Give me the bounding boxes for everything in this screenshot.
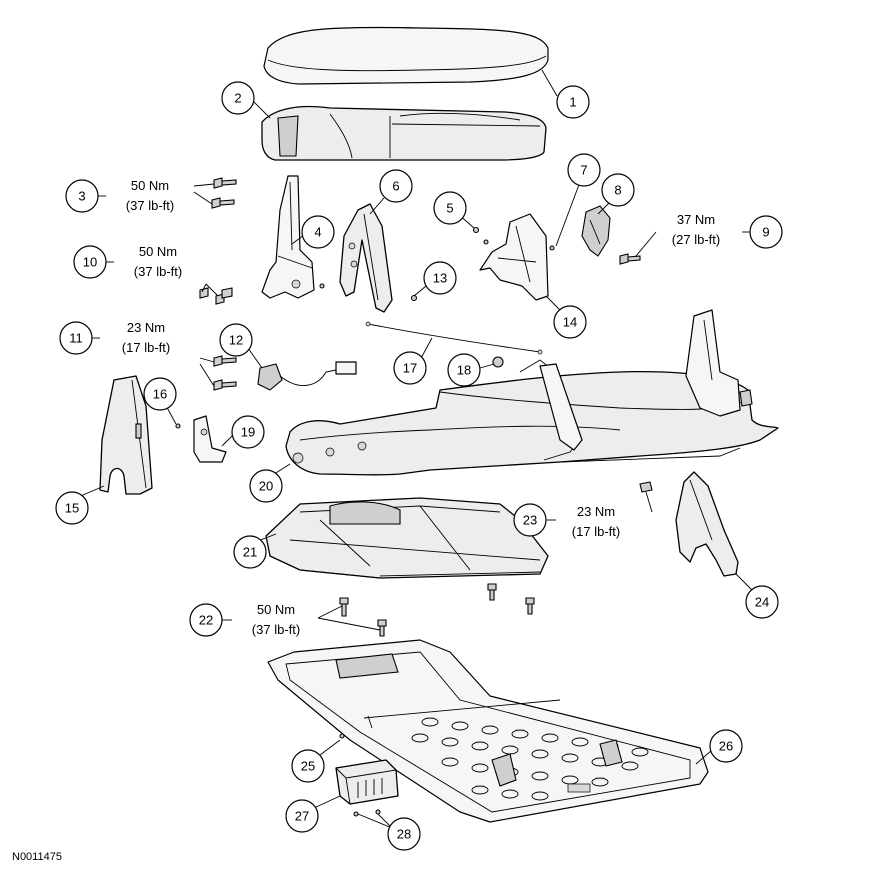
part-14-recliner-bracket <box>479 213 549 301</box>
svg-text:5: 5 <box>446 201 453 216</box>
svg-text:(37 lb-ft): (37 lb-ft) <box>134 264 182 279</box>
svg-text:4: 4 <box>314 225 321 240</box>
svg-text:12: 12 <box>229 333 243 348</box>
callout-18: 18 <box>447 353 481 387</box>
svg-text:17: 17 <box>403 361 417 376</box>
svg-text:(17 lb-ft): (17 lb-ft) <box>122 340 170 355</box>
svg-text:16: 16 <box>153 387 167 402</box>
svg-text:13: 13 <box>433 271 447 286</box>
part-27-switch-module <box>335 759 399 805</box>
svg-text:15: 15 <box>65 501 79 516</box>
part-17-release-cable <box>365 321 543 355</box>
part-12-sensor-harness <box>257 361 357 391</box>
svg-text:21: 21 <box>243 545 257 560</box>
svg-text:9: 9 <box>762 225 769 240</box>
torque-spec-11: 23 Nm (17 lb-ft) <box>122 320 170 355</box>
part-15-trim-panel <box>99 375 153 495</box>
svg-text:37 Nm: 37 Nm <box>677 212 715 227</box>
svg-text:3: 3 <box>78 189 85 204</box>
svg-text:(27 lb-ft): (27 lb-ft) <box>672 232 720 247</box>
callout-7: 7 <box>567 153 601 187</box>
svg-text:18: 18 <box>457 363 471 378</box>
part-8-release-handle <box>581 205 611 257</box>
svg-text:22: 22 <box>199 613 213 628</box>
svg-text:50 Nm: 50 Nm <box>131 178 169 193</box>
svg-text:6: 6 <box>392 179 399 194</box>
callout-12: 12 <box>219 323 253 357</box>
svg-text:50 Nm: 50 Nm <box>257 602 295 617</box>
torque-spec-22: 50 Nm (37 lb-ft) <box>252 602 300 637</box>
callout-5: 5 <box>433 191 467 225</box>
part-24-side-shield <box>675 471 739 577</box>
callout-3: 3 <box>65 179 99 213</box>
part-20-seat-frame <box>285 309 779 476</box>
leader-lines <box>75 69 753 829</box>
part-6-side-shield <box>339 203 393 313</box>
svg-text:26: 26 <box>719 739 733 754</box>
figure-id: N0011475 <box>12 851 62 863</box>
torque-spec-23: 23 Nm (17 lb-ft) <box>572 504 620 539</box>
svg-text:19: 19 <box>241 425 255 440</box>
svg-text:27: 27 <box>295 809 309 824</box>
callout-1: 1 <box>556 85 590 119</box>
callout-2: 2 <box>221 81 255 115</box>
callout-21: 21 <box>233 535 267 569</box>
svg-text:7: 7 <box>580 163 587 178</box>
callout-8: 8 <box>601 173 635 207</box>
svg-text:50 Nm: 50 Nm <box>139 244 177 259</box>
callout-24: 24 <box>745 585 779 619</box>
svg-text:25: 25 <box>301 759 315 774</box>
callout-14: 14 <box>553 305 587 339</box>
torque-spec-9: 37 Nm (27 lb-ft) <box>672 212 720 247</box>
part-21-track-base <box>265 497 549 579</box>
svg-text:20: 20 <box>259 479 273 494</box>
callout-15: 15 <box>55 491 89 525</box>
svg-text:8: 8 <box>614 183 621 198</box>
svg-text:23: 23 <box>523 513 537 528</box>
svg-text:14: 14 <box>563 315 577 330</box>
svg-text:28: 28 <box>397 827 411 842</box>
svg-text:(37 lb-ft): (37 lb-ft) <box>252 622 300 637</box>
torque-spec-10: 50 Nm (37 lb-ft) <box>134 244 182 279</box>
svg-text:23 Nm: 23 Nm <box>127 320 165 335</box>
part-1-cushion-pad <box>263 26 549 85</box>
part-26-cushion-pan <box>267 639 709 823</box>
part-19-bracket <box>193 415 227 463</box>
callout-4: 4 <box>301 215 335 249</box>
callout-6: 6 <box>379 169 413 203</box>
callout-28: 28 <box>387 817 421 851</box>
callout-17: 17 <box>393 351 427 385</box>
callout-23: 23 <box>513 503 547 537</box>
svg-text:(37 lb-ft): (37 lb-ft) <box>126 198 174 213</box>
svg-text:10: 10 <box>83 255 97 270</box>
callout-13: 13 <box>423 261 457 295</box>
part-2-cushion-frame <box>261 105 547 161</box>
part-4-hinge-bracket <box>261 175 315 299</box>
callout-10: 10 <box>73 245 107 279</box>
callout-20: 20 <box>249 469 283 503</box>
callout-19: 19 <box>231 415 265 449</box>
svg-text:2: 2 <box>234 91 241 106</box>
callout-27: 27 <box>285 799 319 833</box>
svg-text:11: 11 <box>69 331 83 346</box>
torque-spec-3: 50 Nm (37 lb-ft) <box>126 178 174 213</box>
callout-9: 9 <box>749 215 783 249</box>
svg-text:23 Nm: 23 Nm <box>577 504 615 519</box>
callout-16: 16 <box>143 377 177 411</box>
callout-26: 26 <box>709 729 743 763</box>
callout-25: 25 <box>291 749 325 783</box>
svg-text:1: 1 <box>569 95 576 110</box>
svg-text:24: 24 <box>755 595 769 610</box>
callout-11: 11 <box>59 321 93 355</box>
callout-22: 22 <box>189 603 223 637</box>
svg-text:(17 lb-ft): (17 lb-ft) <box>572 524 620 539</box>
part-18-grommet <box>492 356 504 368</box>
